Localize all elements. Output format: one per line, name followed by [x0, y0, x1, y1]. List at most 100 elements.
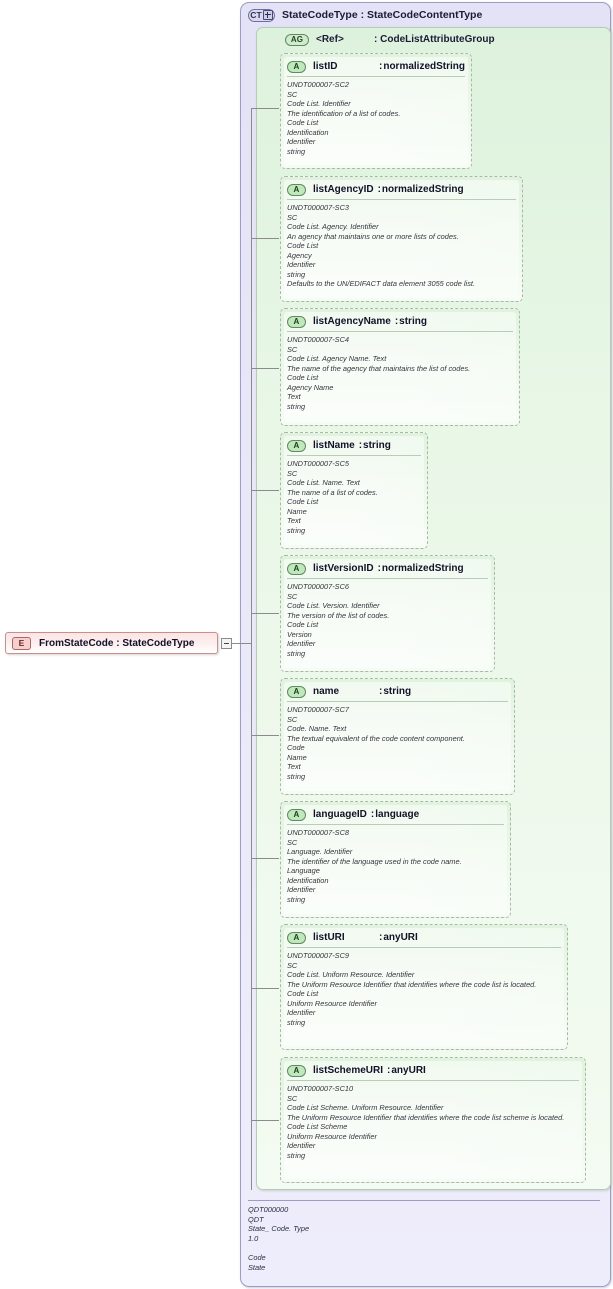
doc-line: string	[287, 1150, 306, 1160]
doc-line: The name of a list of codes.	[287, 487, 378, 497]
attribute-type: string	[399, 316, 427, 327]
attribute-type: anyURI	[383, 932, 418, 943]
doc-line: Code List	[287, 620, 319, 630]
attribute-card-listuri[interactable]: A listURI:anyURI UNDT000007-SC9 SC Code …	[280, 924, 568, 1050]
doc-line: The Uniform Resource Identifier that ide…	[287, 1112, 565, 1122]
connector-branch-5	[251, 613, 279, 614]
doc-line: Defaults to the UN/EDIFACT data element …	[287, 279, 476, 289]
doc-line: Code List	[287, 118, 319, 128]
attribute-name: listSchemeURI	[313, 1065, 384, 1076]
attribute-type: string	[383, 686, 412, 697]
doc-line: SC	[287, 591, 298, 601]
attribute-card-listname[interactable]: A listName:string UNDT000007-SC5 SC Code…	[280, 432, 428, 549]
attribute-header: A listVersionID:normalizedString	[287, 561, 488, 579]
connector-branch-8	[251, 988, 279, 989]
attribute-badge: A	[287, 315, 306, 328]
complex-type-title: StateCodeType : StateCodeContentType	[282, 9, 483, 21]
doc-line: Code List Scheme. Uniform Resource. Iden…	[287, 1103, 444, 1113]
attribute-name: listName	[313, 440, 355, 451]
doc-line: Text	[287, 392, 301, 402]
doc-line: string	[287, 146, 306, 156]
doc-line: SC	[287, 344, 298, 354]
doc-line: Code List	[287, 989, 319, 999]
doc-line: UNDT000007-SC8	[287, 828, 350, 837]
doc-line: Identifier	[287, 1141, 316, 1151]
attribute-documentation: UNDT000007-SC7 SC Code. Name. Text The t…	[287, 705, 508, 781]
doc-line: State_ Code. Type	[248, 1224, 310, 1234]
plus-icon[interactable]	[262, 10, 273, 20]
attribute-documentation: UNDT000007-SC3 SC Code List. Agency. Ide…	[287, 203, 516, 289]
attribute-title: name:string	[313, 686, 412, 697]
element-box-fromstatecode[interactable]: E FromStateCode : StateCodeType	[5, 632, 218, 654]
attribute-badge: A	[287, 1064, 306, 1077]
attribute-group-title: <Ref>: CodeListAttributeGroup	[316, 34, 495, 45]
doc-line: SC	[287, 837, 298, 847]
doc-line: The Uniform Resource Identifier that ide…	[287, 979, 537, 989]
attribute-name: listAgencyID	[313, 184, 374, 195]
doc-line: UNDT000007-SC4	[287, 335, 350, 344]
attribute-title: listAgencyID:normalizedString	[313, 184, 464, 195]
doc-line: Text	[287, 762, 301, 772]
doc-line: Code List	[287, 497, 319, 507]
connector-branch-3	[251, 368, 279, 369]
doc-line: The name of the agency that maintains th…	[287, 363, 471, 373]
doc-line: string	[287, 771, 306, 781]
element-label: FromStateCode : StateCodeType	[39, 637, 195, 649]
complex-type-badge[interactable]: CT	[248, 8, 275, 22]
doc-line: SC	[287, 89, 298, 99]
attribute-header: A listSchemeURI:anyURI	[287, 1063, 579, 1081]
doc-line: Identifier	[287, 260, 316, 270]
doc-line: UNDT000007-SC10	[287, 1084, 354, 1093]
doc-line: Identifier	[287, 885, 316, 895]
attribute-card-listschemeuri[interactable]: A listSchemeURI:anyURI UNDT000007-SC10 S…	[280, 1057, 586, 1183]
doc-line: Uniform Resource Identifier	[287, 1131, 377, 1141]
attribute-documentation: UNDT000007-SC10 SC Code List Scheme. Uni…	[287, 1084, 569, 1160]
attribute-name: listVersionID	[313, 563, 374, 574]
doc-line: SC	[287, 960, 298, 970]
attribute-group-ref-label: <Ref>	[316, 34, 344, 45]
connector-trunk	[251, 108, 252, 1190]
minus-icon[interactable]	[221, 638, 232, 649]
attribute-header: A name:string	[287, 684, 508, 702]
attribute-header: A listAgencyID:normalizedString	[287, 182, 516, 200]
doc-line: Code List	[287, 373, 319, 383]
attribute-badge: A	[287, 60, 306, 73]
attribute-type: normalizedString	[381, 184, 464, 195]
attribute-card-listagencyname[interactable]: A listAgencyName:string UNDT000007-SC4 S…	[280, 308, 520, 426]
doc-line: string	[287, 525, 306, 535]
attribute-header: A listID:normalizedString	[287, 59, 465, 77]
doc-line: The identifier of the language used in t…	[287, 856, 462, 866]
doc-line: Language	[287, 866, 320, 876]
attribute-card-listid[interactable]: A listID:normalizedString UNDT000007-SC2…	[280, 53, 472, 169]
doc-line: string	[287, 894, 306, 904]
attribute-name: name	[313, 686, 340, 697]
doc-line: UNDT000007-SC7	[287, 705, 350, 714]
attribute-name: listAgencyName	[313, 316, 391, 327]
doc-line: Language. Identifier	[287, 847, 353, 857]
attribute-group-type: CodeListAttributeGroup	[380, 34, 495, 45]
attribute-type: normalizedString	[383, 61, 466, 72]
doc-line: An agency that maintains one or more lis…	[287, 231, 459, 241]
attribute-group-header[interactable]: AG <Ref>: CodeListAttributeGroup	[285, 31, 605, 48]
attribute-badge: A	[287, 562, 306, 575]
complex-type-header[interactable]: CT StateCodeType : StateCodeContentType	[248, 5, 606, 25]
doc-line: QDT000000	[248, 1205, 289, 1214]
attribute-card-name[interactable]: A name:string UNDT000007-SC7 SC Code. Na…	[280, 678, 515, 795]
attribute-card-listagencyid[interactable]: A listAgencyID:normalizedString UNDT0000…	[280, 176, 523, 302]
complex-type-documentation: QDT000000 QDT State_ Code. Type 1.0 Code…	[248, 1200, 604, 1283]
doc-line: Version	[287, 629, 312, 639]
attribute-title: listID:normalizedString	[313, 61, 466, 72]
attribute-badge: A	[287, 808, 306, 821]
doc-line: 1.0	[248, 1233, 259, 1243]
doc-line: string	[287, 1017, 306, 1027]
attribute-title: listName:string	[313, 440, 391, 451]
doc-line: Agency Name	[287, 382, 334, 392]
attribute-card-listversionid[interactable]: A listVersionID:normalizedString UNDT000…	[280, 555, 495, 672]
attribute-card-languageid[interactable]: A languageID:language UNDT000007-SC8 SC …	[280, 801, 511, 918]
doc-line: Code List. Name. Text	[287, 478, 360, 488]
attribute-type: language	[375, 809, 420, 820]
attribute-header: A listURI:anyURI	[287, 930, 561, 948]
attribute-badge: A	[287, 439, 306, 452]
attribute-name: listURI	[313, 932, 345, 943]
attribute-type: normalizedString	[381, 563, 464, 574]
